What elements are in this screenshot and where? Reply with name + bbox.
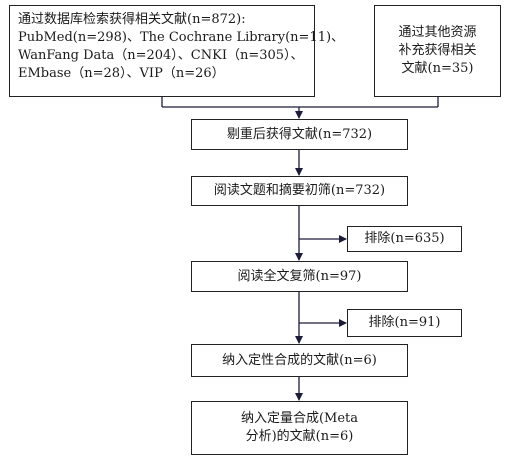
after-dedup-label: 剔重后获得文献(n=732) xyxy=(226,126,373,142)
excluded-2-label: 排除(n=91) xyxy=(368,315,441,330)
other-sources-line-1: 通过其他资源 xyxy=(398,25,477,40)
database-search-line-2: PubMed(n=298)、The Cochrane Library(n=11)… xyxy=(18,30,345,45)
qualitative-synthesis-label: 纳入定性合成的文献(n=6) xyxy=(222,352,377,368)
excluded-2-box: 排除(n=91) xyxy=(347,309,462,337)
meta-analysis-box: 纳入定量合成(Meta 分析)的文献(n=6) xyxy=(191,401,408,455)
title-abstract-screen-label: 阅读文题和摘要初筛(n=732) xyxy=(213,183,386,198)
other-sources-box: 通过其他资源 补充获得相关 文献(n=35) xyxy=(374,5,501,97)
database-search-line-4: EMbase（n=28）、VIP（n=26） xyxy=(18,66,225,81)
excluded-1-label: 排除(n=635) xyxy=(364,231,445,246)
other-sources-line-3: 文献(n=35) xyxy=(401,61,474,76)
title-abstract-screen-box: 阅读文题和摘要初筛(n=732) xyxy=(191,176,408,206)
after-dedup-box: 剔重后获得文献(n=732) xyxy=(191,119,408,150)
other-sources-line-2: 补充获得相关 xyxy=(398,43,477,58)
meta-analysis-line-1: 纳入定量合成(Meta xyxy=(240,411,359,426)
database-search-line-3: WanFang Data（n=204）、CNKI（n=305）、 xyxy=(18,48,304,63)
fulltext-review-box: 阅读全文复筛(n=97) xyxy=(191,261,408,292)
database-search-box: 通过数据库检索获得相关文献(n=872): PubMed(n=298)、The … xyxy=(9,5,345,97)
qualitative-synthesis-box: 纳入定性合成的文献(n=6) xyxy=(191,344,408,377)
database-search-line-1: 通过数据库检索获得相关文献(n=872): xyxy=(18,12,246,27)
excluded-1-box: 排除(n=635) xyxy=(347,226,462,252)
fulltext-review-label: 阅读全文复筛(n=97) xyxy=(237,268,362,284)
meta-analysis-line-2: 分析)的文献(n=6) xyxy=(245,429,354,444)
